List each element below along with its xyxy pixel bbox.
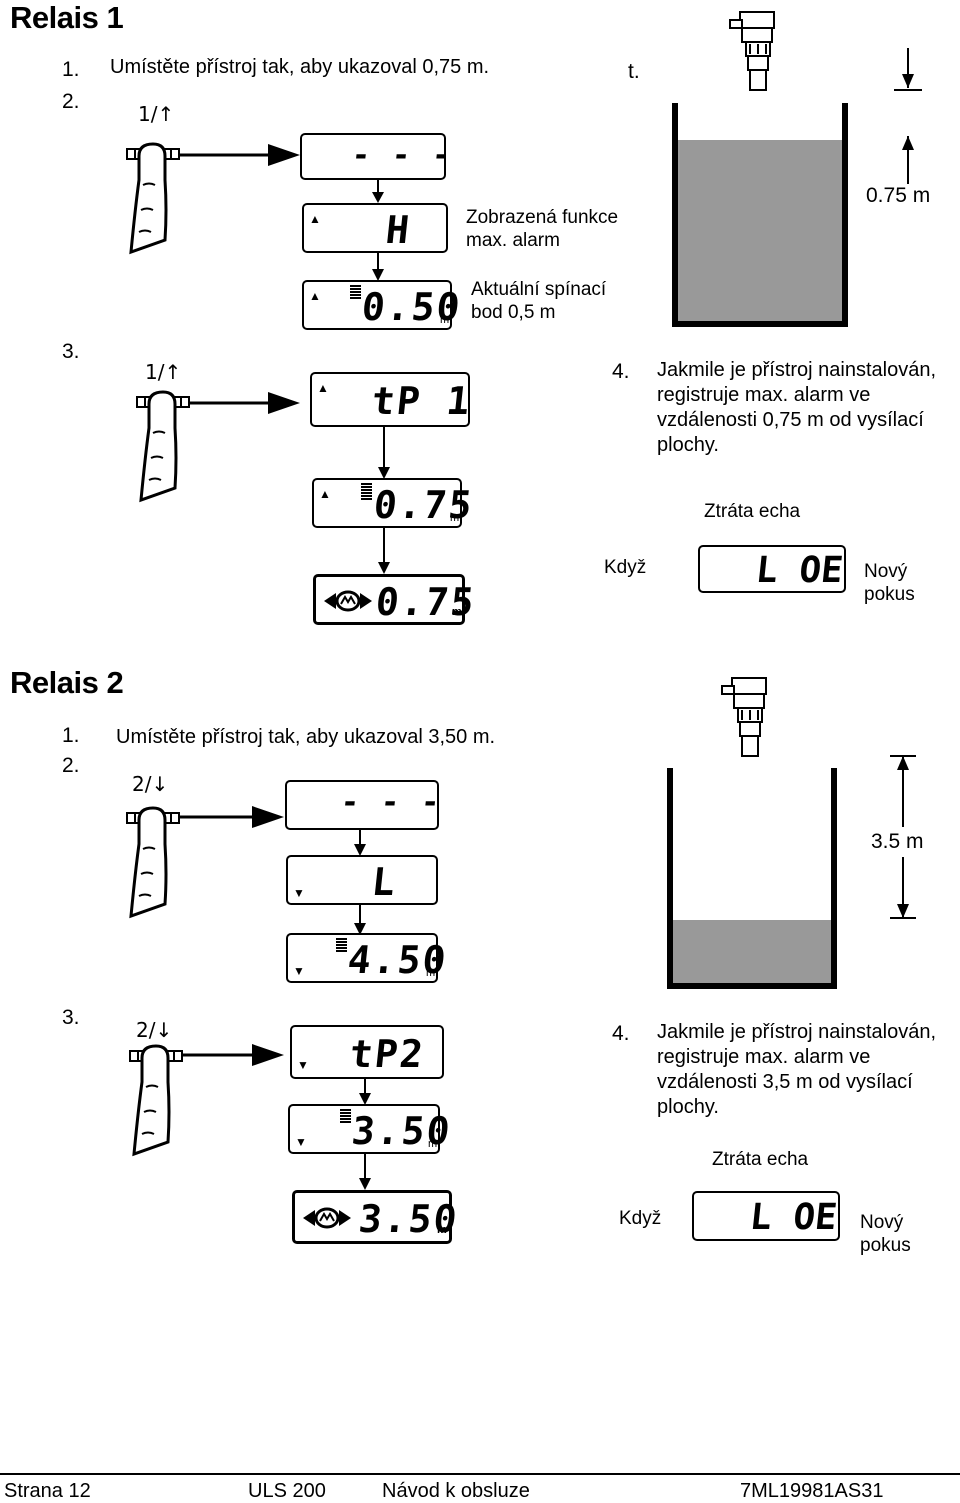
r1-lcd-loe: L OE	[698, 545, 846, 593]
r2-when-label: Když	[619, 1208, 662, 1229]
finger-press-icon	[136, 390, 190, 503]
r1-lcd-075: ▲ 0.75 m	[312, 478, 476, 528]
lcd-text: L OE	[747, 1197, 839, 1238]
triangle-down-icon: ▼	[293, 886, 305, 900]
footer-code: 7ML19981AS31	[740, 1480, 884, 1502]
r2-step1-number: 1.	[62, 724, 80, 747]
r2-retry-label: Nový pokus	[860, 1212, 911, 1256]
echo-symbol-icon	[324, 590, 372, 612]
arrow-down-icon	[359, 1079, 371, 1105]
unit-label: m	[440, 314, 450, 326]
r2-lcd-function: ▼ L	[286, 855, 438, 905]
lcd-text: L OE	[753, 550, 845, 591]
arrow-down-icon	[372, 180, 384, 203]
arrow-down-icon	[354, 830, 366, 856]
r1-setpoint-label: Aktuální spínací bod 0,5 m	[471, 279, 607, 323]
r2-echo-loss-label: Ztráta echa	[712, 1149, 809, 1170]
r2-lcd-tp2: ▼ tP2	[290, 1025, 444, 1079]
r2-step4-number: 4.	[612, 1022, 630, 1045]
footer-product: ULS 200	[248, 1480, 326, 1502]
unit-label: m	[428, 1138, 438, 1150]
r1-lcd-tp1: ▲ tP 1	[310, 372, 474, 427]
r1-stray-text: t.	[628, 60, 640, 83]
arrow-right-icon	[182, 1044, 284, 1066]
lcd-text: - - -	[350, 138, 455, 173]
r1-retry-label: Nový pokus	[864, 561, 915, 605]
r1-step3-number: 3.	[62, 340, 80, 363]
relais1-heading: Relais 1	[10, 0, 124, 35]
finger-press-icon	[126, 142, 180, 255]
r2-step4-text: Jakmile je přístroj nainstalován, regist…	[657, 1021, 937, 1118]
r2-step3-number: 3.	[62, 1006, 80, 1029]
finger-press-icon	[126, 806, 180, 919]
triangle-down-icon: ▼	[297, 1058, 309, 1072]
level-bars-icon	[336, 938, 347, 953]
tank-sensor-illustration	[672, 11, 922, 327]
lcd-text: L	[369, 860, 400, 904]
arrow-down-icon	[354, 905, 366, 935]
r2-lcd-setpoint: ▼ 4.50 m	[286, 933, 450, 983]
unit-label: m	[452, 606, 462, 618]
r1-lcd-setpoint: ▲ 0.50 m	[302, 280, 464, 330]
r1-step1-text: Umístěte přístroj tak, aby ukazoval 0,75…	[110, 56, 490, 78]
r1-step4-number: 4.	[612, 360, 630, 383]
r2-key-label-2: 2/↓	[136, 1018, 173, 1042]
r1-lcd-function: ▲ H	[302, 203, 448, 253]
r2-step2-number: 2.	[62, 754, 80, 777]
level-bars-icon	[340, 1109, 351, 1124]
arrow-right-icon	[180, 806, 284, 828]
r1-step4-text: Jakmile je přístroj nainstalován, regist…	[657, 359, 937, 456]
lcd-text: H	[383, 208, 414, 252]
triangle-down-icon: ▼	[295, 1135, 307, 1149]
lcd-text: tP 1	[369, 379, 474, 423]
relais2-heading: Relais 2	[10, 665, 124, 700]
footer-manual: Návod k obsluze	[382, 1480, 530, 1502]
r1-when-label: Když	[604, 557, 647, 578]
r1-echo-loss-label: Ztráta echa	[704, 501, 801, 522]
finger-press-icon	[129, 1044, 183, 1157]
r1-step1-number: 1.	[62, 58, 80, 81]
triangle-up-icon: ▲	[319, 487, 331, 501]
level-bars-icon	[350, 285, 361, 300]
unit-label: m	[450, 512, 460, 524]
r1-key-label: 1/↑	[138, 102, 175, 126]
r1-function-label: Zobrazená funkce max. alarm	[466, 207, 619, 251]
tank-sensor-illustration	[667, 677, 916, 989]
unit-label: m	[426, 967, 436, 979]
r1-step2-number: 2.	[62, 90, 80, 113]
triangle-up-icon: ▲	[317, 381, 329, 395]
triangle-up-icon: ▲	[309, 212, 321, 226]
lcd-text: - - -	[339, 785, 444, 820]
r2-lcd-350: ▼ 3.50 m	[288, 1104, 454, 1154]
arrow-down-icon	[378, 528, 390, 574]
unit-label: m	[437, 1224, 447, 1236]
r2-lcd-dashes: - - -	[285, 780, 444, 830]
r1-key-label-2: 1/↑	[145, 360, 182, 384]
arrow-down-icon	[372, 253, 384, 281]
arrow-down-icon	[378, 427, 390, 479]
r2-lcd-run: 3.50 m	[292, 1190, 461, 1244]
footer-page: Strana 12	[4, 1480, 91, 1502]
r2-key-label: 2/↓	[132, 772, 169, 796]
r2-step1-text: Umístěte přístroj tak, aby ukazoval 3,50…	[116, 726, 496, 748]
echo-symbol-icon	[303, 1207, 351, 1229]
lcd-text: tP2	[347, 1032, 427, 1076]
arrow-right-icon	[190, 392, 300, 414]
r2-lcd-loe: L OE	[692, 1191, 840, 1241]
level-bars-icon	[361, 483, 372, 501]
triangle-down-icon: ▼	[293, 964, 305, 978]
arrow-down-icon	[359, 1154, 371, 1190]
triangle-up-icon: ▲	[309, 289, 321, 303]
lcd-text: 3.50	[349, 1109, 454, 1153]
arrow-right-icon	[180, 144, 300, 166]
lcd-text: 0.75	[371, 483, 476, 527]
r1-dimension-label: 0.75 m	[866, 184, 931, 207]
footer-divider	[0, 1473, 960, 1475]
r1-lcd-dashes: - - -	[300, 133, 454, 180]
r1-lcd-run: 0.75 m	[313, 574, 478, 625]
r2-dimension-label: 3.5 m	[871, 830, 924, 853]
